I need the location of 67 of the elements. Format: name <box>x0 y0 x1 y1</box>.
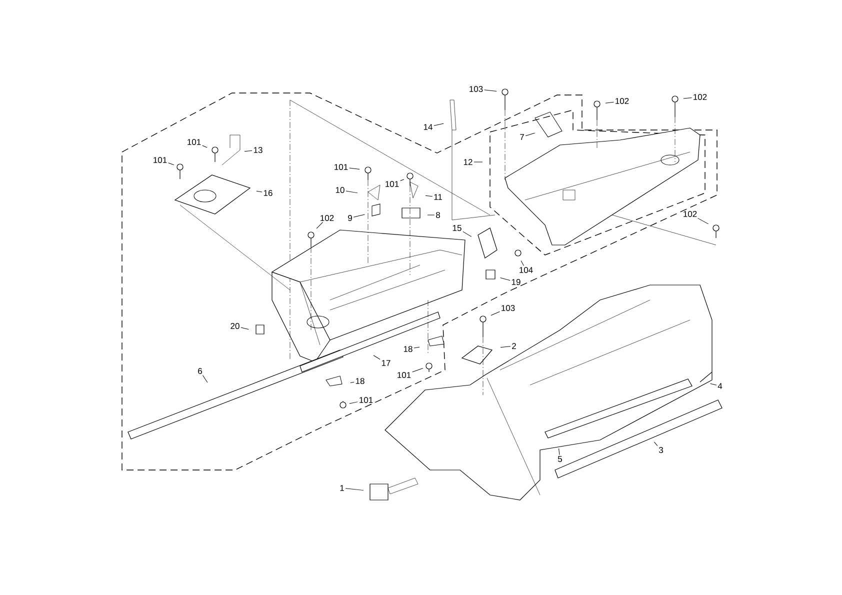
leader-line <box>244 150 252 152</box>
leader-line <box>520 260 524 266</box>
callout-number: 16 <box>264 190 272 196</box>
callout-number: 4 <box>718 383 722 389</box>
leader-line <box>349 402 358 404</box>
callout-number: 101 <box>334 164 348 170</box>
leader-line <box>558 448 560 456</box>
leader-line <box>425 195 433 197</box>
leader-line <box>500 346 511 348</box>
callout-number: 103 <box>470 86 483 92</box>
callout-number: 101 <box>188 139 201 145</box>
leader-line <box>490 311 500 316</box>
leader-line <box>346 190 358 194</box>
callout-number: 14 <box>424 124 432 130</box>
callout-number: 19 <box>512 279 520 285</box>
callout-number: 9 <box>348 215 352 221</box>
leader-line <box>484 90 497 92</box>
leader-line <box>168 162 174 166</box>
leader-line <box>462 231 472 237</box>
leader-line <box>654 442 658 446</box>
leader-line <box>400 179 404 182</box>
callout-number: 12 <box>464 159 472 165</box>
leader-line <box>710 383 717 386</box>
leader-line <box>349 168 360 170</box>
callout-number: 102 <box>684 211 697 217</box>
callout-number: 101 <box>154 157 167 163</box>
leader-line <box>202 374 208 383</box>
leader-line <box>698 218 709 224</box>
leader-line <box>605 102 614 104</box>
callout-number: 103 <box>502 305 515 311</box>
callout-number: 13 <box>254 147 262 153</box>
leader-line <box>434 123 444 126</box>
callout-number: 102 <box>320 215 334 221</box>
callout-number: 2 <box>512 343 516 349</box>
callout-number: 102 <box>694 94 707 100</box>
leader-line <box>316 222 324 229</box>
leader-line <box>240 327 249 330</box>
callout-number: 1 <box>340 485 344 491</box>
leader-line <box>412 368 424 372</box>
leader-line <box>414 346 420 348</box>
callout-number: 101 <box>398 372 411 378</box>
callout-number: 18 <box>404 346 412 352</box>
leader-line <box>350 382 354 384</box>
leader-line <box>500 277 510 281</box>
callout-number: 17 <box>382 360 390 366</box>
callout-number: 6 <box>198 368 202 374</box>
callout-number: 102 <box>616 98 629 104</box>
callout-number: 8 <box>436 212 440 218</box>
callout-number: 18 <box>356 378 364 384</box>
callout-number: 15 <box>452 225 462 231</box>
callout-number: 104 <box>520 267 533 273</box>
leader-line <box>373 355 380 360</box>
leader-line <box>345 488 364 491</box>
callout-number: 11 <box>434 194 442 200</box>
leader-line <box>683 97 692 99</box>
leader-line <box>427 214 435 216</box>
callout-number: 101 <box>386 181 399 187</box>
callout-number: 5 <box>558 456 562 462</box>
leader-line <box>525 132 536 136</box>
callout-number: 3 <box>658 447 663 453</box>
callout-number: 20 <box>230 323 240 329</box>
callout-number: 7 <box>520 134 524 140</box>
leader-line <box>202 145 208 148</box>
leader-line <box>353 214 365 218</box>
callout-number: 101 <box>360 397 373 403</box>
callout-number: 10 <box>336 187 344 193</box>
leader-line <box>256 190 262 192</box>
